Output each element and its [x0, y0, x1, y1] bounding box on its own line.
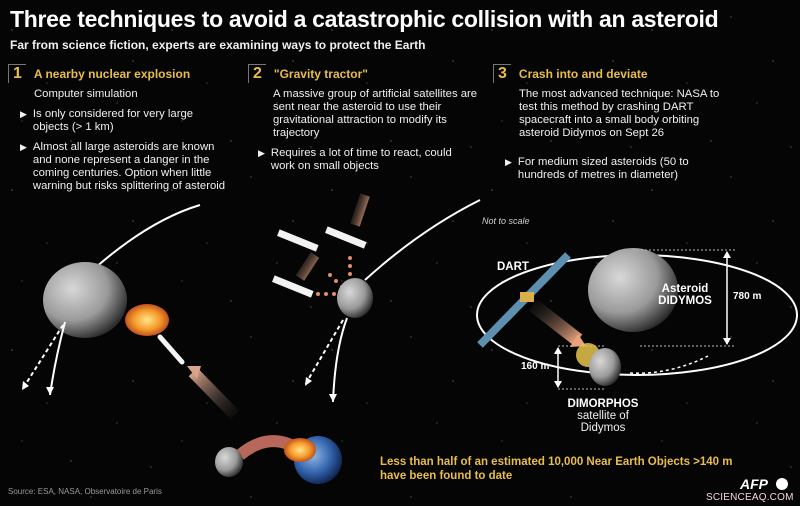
section-header: 3 Crash into and deviate	[493, 64, 738, 83]
neo-note-line2: have been found to date	[380, 470, 513, 482]
bullet-text: Requires a lot of time to react, could w…	[270, 147, 452, 172]
bullet-item: ▶ Is only considered for very large obje…	[8, 108, 228, 134]
bullet-item: ▶ For medium sized asteroids (50 to hund…	[493, 156, 738, 182]
bullet-arrow-icon: ▶	[505, 157, 512, 167]
section-header: 1 A nearby nuclear explosion	[8, 64, 228, 83]
dart-label: DART	[497, 261, 529, 273]
section-number: 1	[8, 64, 26, 83]
bullet-arrow-icon: ▶	[258, 148, 265, 158]
section-number: 3	[493, 64, 511, 83]
section-number: 2	[248, 64, 266, 83]
dimorphos-name: DIMORPHOS	[567, 398, 639, 410]
section-crash-and-deviate: 3 Crash into and deviate The most advanc…	[493, 64, 738, 182]
bullet-text: For medium sized asteroids (50 to hundre…	[517, 156, 689, 181]
asteroid-label-line1: Asteroid	[661, 283, 709, 295]
dimorphos-sub-line1: satellite of	[577, 410, 629, 422]
not-to-scale-note: Not to scale	[482, 216, 530, 226]
dimorphos-label: DIMORPHOS satellite of Didymos	[553, 398, 653, 434]
neo-note: Less than half of an estimated 10,000 Ne…	[380, 455, 733, 483]
section-gravity-tractor: 2 "Gravity tractor" A massive group of a…	[248, 64, 478, 173]
afp-logo: AFP	[740, 476, 768, 492]
section-intro: The most advanced technique: NASA to tes…	[519, 88, 720, 139]
bullet-item: ▶ Almost all large asteroids are known a…	[8, 141, 228, 193]
asteroid-label: Asteroid DIDYMOS	[650, 283, 720, 307]
watermark: SCIENCEAQ.COM	[706, 492, 794, 503]
gravity-tractor-scene	[272, 193, 481, 403]
dimorphos-sub-line2: Didymos	[580, 422, 626, 434]
afp-logo-dot-icon	[776, 478, 788, 490]
section-title: Crash into and deviate	[518, 66, 648, 81]
didymos-size-label: 780 m	[733, 291, 762, 302]
page-title: Three techniques to avoid a catastrophic…	[10, 6, 719, 32]
section-nuclear-explosion: 1 A nearby nuclear explosion Computer si…	[8, 64, 228, 193]
page-subtitle: Far from science fiction, experts are ex…	[10, 38, 426, 52]
source-credit: Source: ESA, NASA, Observatoire de Paris	[8, 487, 162, 496]
bullet-text: Almost all large asteroids are known and…	[32, 141, 226, 192]
earth-scene	[215, 435, 342, 484]
neo-note-line1: Less than half of an estimated 10,000 Ne…	[380, 456, 733, 468]
bullet-item: ▶ Requires a lot of time to react, could…	[248, 147, 478, 173]
section-intro: A massive group of artificial satellites…	[273, 88, 478, 139]
nuclear-scene	[21, 204, 240, 420]
section-title: "Gravity tractor"	[273, 66, 368, 81]
bullet-arrow-icon: ▶	[20, 109, 27, 119]
dart-scene	[476, 248, 798, 390]
section-title: A nearby nuclear explosion	[33, 66, 191, 81]
bullet-text: Is only considered for very large object…	[32, 108, 194, 133]
bullet-arrow-icon: ▶	[20, 142, 27, 152]
section-header: 2 "Gravity tractor"	[248, 64, 478, 83]
dimorphos-size-label: 160 m	[521, 361, 550, 372]
asteroid-label-line2: DIDYMOS	[658, 295, 712, 307]
section-intro: Computer simulation	[34, 88, 138, 100]
